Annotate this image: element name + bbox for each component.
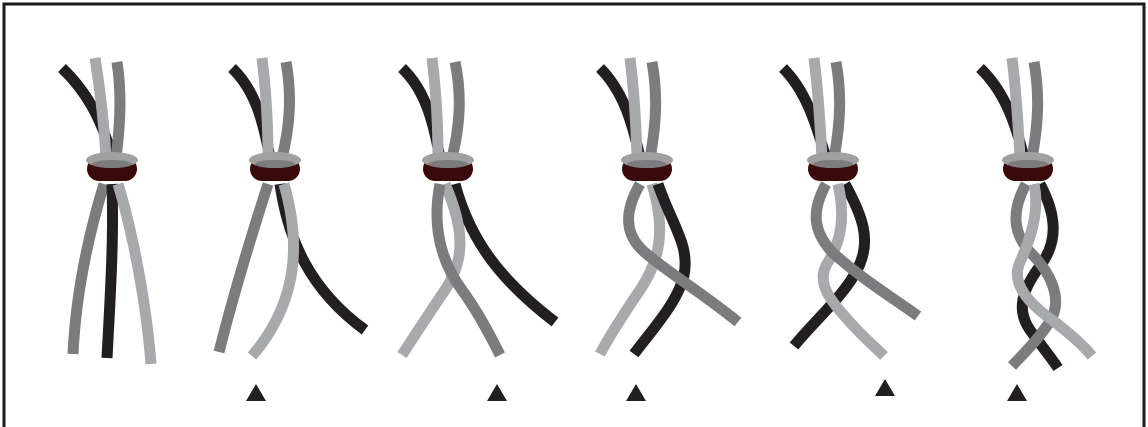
strand-black <box>629 182 691 358</box>
strand-dark-gray <box>213 182 274 354</box>
strand-dark-gray <box>431 182 505 358</box>
braid-step-2 <box>213 57 369 360</box>
strand-dark-gray <box>623 181 742 327</box>
bead <box>1002 152 1054 181</box>
strand-light-gray <box>426 57 444 159</box>
strand-light-gray <box>112 182 157 365</box>
braid-step-3 <box>397 57 559 358</box>
strand-dark-gray <box>110 61 126 159</box>
bead <box>86 152 138 181</box>
strand-light-gray <box>808 57 828 159</box>
bead <box>621 152 673 181</box>
bead <box>249 152 301 181</box>
step-marker-triangle <box>246 384 266 401</box>
strand-dark-gray <box>276 61 295 160</box>
braid-step-4 <box>595 57 742 358</box>
step-marker-triangle <box>1007 384 1027 401</box>
strand-light-gray <box>247 182 300 360</box>
step-marker-triangle <box>626 384 646 401</box>
strand-dark-gray <box>1026 61 1044 159</box>
strand-light-gray <box>624 57 643 159</box>
strand-light-gray <box>397 181 466 358</box>
strand-dark-gray <box>828 61 846 159</box>
strand-light-gray <box>595 182 666 357</box>
braid-step-5 <box>779 57 922 360</box>
strand-light-gray <box>1006 57 1026 159</box>
step-marker-triangle <box>875 379 895 396</box>
braid-step-1 <box>58 57 157 365</box>
bead <box>807 152 859 181</box>
strand-black <box>101 183 119 359</box>
strand-black <box>449 182 559 327</box>
step-marker-triangle <box>487 384 507 401</box>
strand-light-gray <box>817 182 888 360</box>
strand-dark-gray <box>67 182 110 355</box>
strand-dark-gray <box>446 60 465 160</box>
bead <box>422 152 474 181</box>
strand-light-gray <box>89 57 112 159</box>
strand-dark-gray <box>810 181 922 321</box>
strand-light-gray <box>1011 182 1097 360</box>
strand-light-gray <box>256 57 274 159</box>
strand-dark-gray <box>644 61 662 159</box>
braid-step-6 <box>976 57 1097 372</box>
strand-dark-gray <box>1007 181 1062 370</box>
